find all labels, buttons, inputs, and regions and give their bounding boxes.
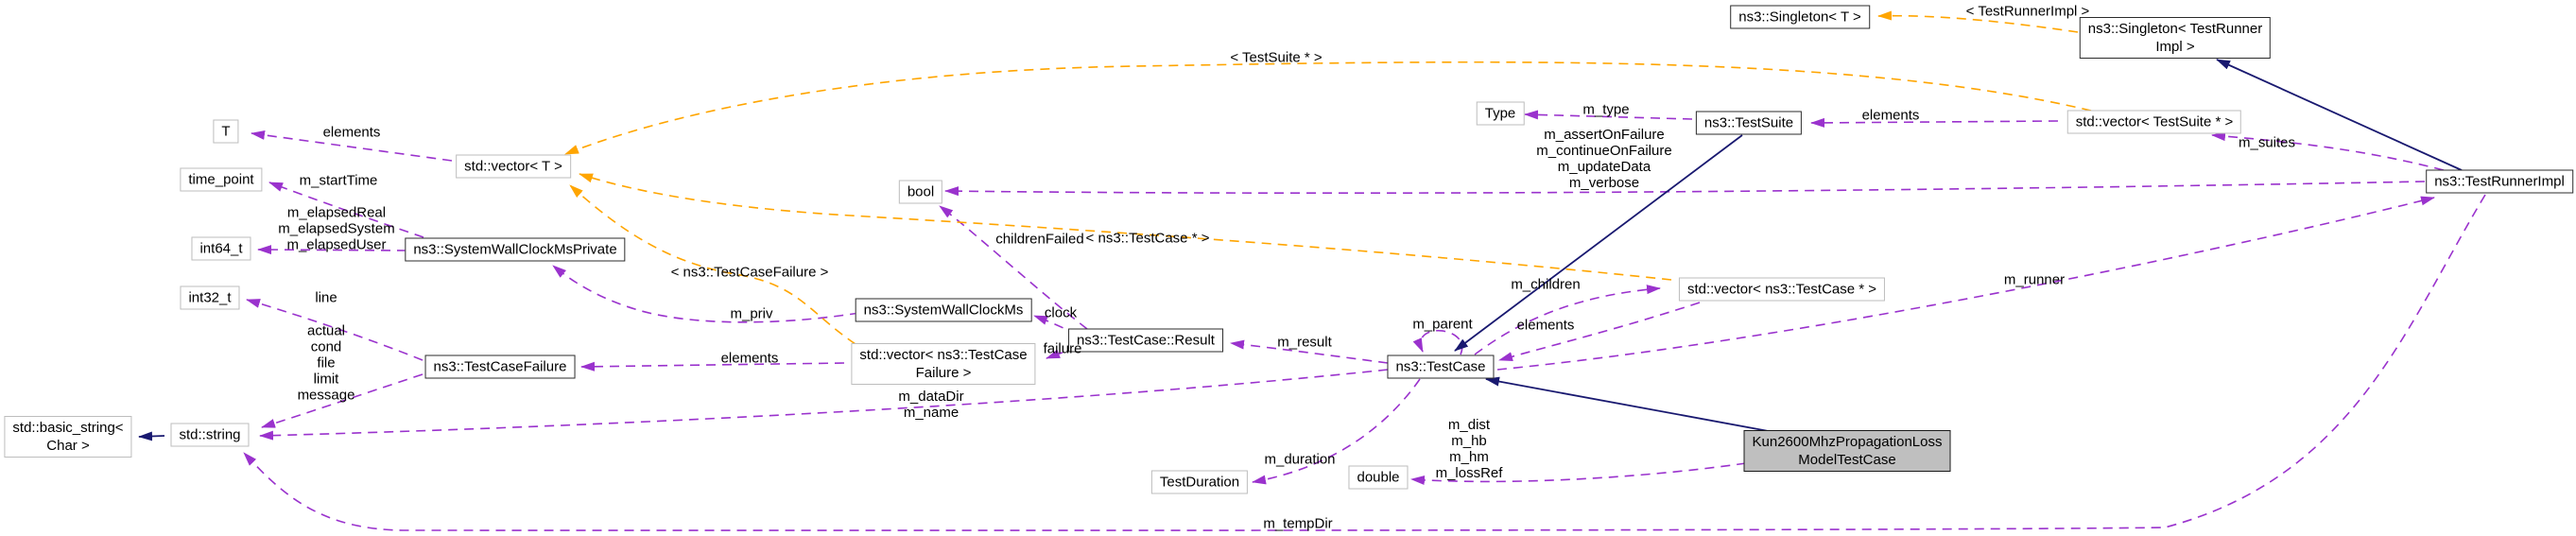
edge-label-elements-2: elements	[720, 350, 779, 367]
edge-m-data-dir-m-name	[259, 369, 1389, 441]
edge-label-m-data-dir: m_dataDir m_name	[898, 389, 964, 421]
class-node-string: std::string	[170, 423, 250, 447]
edge-tmpl-test-runner-impl	[1877, 10, 2079, 33]
edge-label-line: line	[315, 289, 337, 306]
class-node-test-case[interactable]: ns3::TestCase	[1387, 354, 1495, 379]
edge-label-elements-3: elements	[1516, 317, 1575, 334]
edge-tmpl-test-case-ptr	[579, 173, 1672, 281]
edge-elements-vector-t-to-t	[251, 130, 453, 162]
edge-label-failure-fields: actual cond file limit message	[297, 322, 355, 404]
edge-label-tmpl-ts-ptr: < TestSuite * >	[1230, 49, 1323, 66]
class-node-type: Type	[1476, 101, 1525, 126]
edge-label-tmpl-tc-ptr: < ns3::TestCase * >	[1085, 230, 1210, 247]
edge-m-duration	[1252, 378, 1421, 485]
edge-inherit-test-suite-to-test-case	[1454, 134, 1743, 352]
edge-m-start-time	[268, 182, 424, 238]
class-node-int64-t: int64_t	[191, 236, 251, 261]
edge-label-m-priv: m_priv	[730, 305, 773, 322]
class-node-test-runner-impl[interactable]: ns3::TestRunnerImpl	[2426, 169, 2573, 194]
edge-label-m-type: m_type	[1582, 101, 1630, 118]
edge-label-m-suites: m_suites	[2238, 134, 2296, 151]
edge-m-runner	[1496, 196, 2435, 371]
class-node-double: double	[1348, 465, 1409, 490]
class-node-vector-test-suite-ptr: std::vector< TestSuite * >	[2066, 110, 2242, 134]
edge-label-m-duration: m_duration	[1264, 451, 1336, 468]
class-node-singleton-test-runner-impl[interactable]: ns3::Singleton< TestRunner Impl >	[2079, 17, 2272, 59]
edge-m-priv	[552, 265, 860, 323]
class-node-basic-string: std::basic_string< Char >	[4, 416, 132, 458]
edge-tmpl-test-case-failure	[569, 184, 856, 345]
edge-elements-vector-tc-to-test-case	[1498, 302, 1701, 362]
edge-inherit-kun-to-test-case	[1485, 376, 1774, 433]
edge-m-elapsed	[257, 245, 407, 255]
class-node-t: T	[213, 119, 239, 144]
class-node-vector-t: std::vector< T >	[456, 154, 571, 179]
edge-m-dist-hb-hm-lossref	[1410, 462, 1747, 485]
edge-line	[246, 299, 424, 361]
edge-m-type	[1524, 110, 1693, 120]
edge-label-tmpl-tcf: < ns3::TestCaseFailure >	[670, 264, 829, 281]
edge-label-m-tempdir: m_tempDir	[1263, 515, 1333, 532]
edge-elements-vector-ts-to-test-suite	[1810, 117, 2059, 128]
edge-label-clock: clock	[1044, 304, 1078, 321]
class-node-int32-t: int32_t	[180, 285, 240, 310]
edge-label-loss-fields: m_dist m_hb m_hm m_lossRef	[1435, 417, 1503, 481]
edge-label-tmpl-tri: < TestRunnerImpl >	[1965, 3, 2090, 20]
edge-children-failed	[939, 205, 1088, 330]
class-node-kun2600mhz-propagation-loss-model-test-case[interactable]: Kun2600MhzPropagationLoss ModelTestCase	[1743, 430, 1951, 472]
class-node-vector-test-case-failure: std::vector< ns3::TestCase Failure >	[851, 343, 1036, 385]
edge-label-failure: failure	[1043, 340, 1082, 357]
edge-m-suites	[2211, 131, 2445, 171]
edge-label-m-start-time: m_startTime	[299, 172, 378, 189]
edge-inherit-tri-to-singleton	[2216, 59, 2463, 171]
class-node-system-wall-clock-ms[interactable]: ns3::SystemWallClockMs	[855, 298, 1032, 322]
edge-label-m-result: m_result	[1277, 334, 1332, 351]
class-node-vector-test-case-ptr: std::vector< ns3::TestCase * >	[1678, 277, 1886, 302]
class-node-bool: bool	[898, 180, 943, 204]
class-node-test-case-result[interactable]: ns3::TestCase::Result	[1068, 328, 1223, 353]
edge-label-elements-4: elements	[1861, 107, 1920, 124]
class-node-time-point: time_point	[180, 167, 263, 192]
edge-m-result	[1230, 339, 1389, 364]
edge-label-runner-flags: m_assertOnFailure m_continueOnFailure m_…	[1536, 127, 1672, 191]
class-node-test-case-failure[interactable]: ns3::TestCaseFailure	[424, 354, 576, 379]
edge-m-tempdir	[243, 194, 2486, 531]
edge-label-m-runner: m_runner	[2003, 271, 2066, 288]
class-node-singleton-t[interactable]: ns3::Singleton< T >	[1730, 5, 1870, 29]
edge-m-children	[1474, 285, 1661, 355]
edge-inherit-string	[138, 431, 165, 441]
edge-label-m-parent: m_parent	[1412, 316, 1473, 333]
edge-label-children-failed: childrenFailed	[995, 231, 1084, 248]
class-node-test-duration: TestDuration	[1150, 470, 1249, 494]
edge-label-m-elapsed: m_elapsedReal m_elapsedSystem m_elapsedU…	[278, 204, 395, 253]
edge-tmpl-test-suite-ptr	[564, 61, 2092, 155]
edge-label-m-children: m_children	[1511, 276, 1581, 293]
edge-m-assert-continue-update-verbose	[944, 181, 2426, 197]
class-node-test-suite[interactable]: ns3::TestSuite	[1695, 111, 1803, 135]
class-node-system-wall-clock-ms-private[interactable]: ns3::SystemWallClockMsPrivate	[405, 237, 626, 262]
edge-elements-vector-tcf-to-tcf	[580, 361, 845, 372]
edge-actual-cond-file-limit-message	[261, 373, 424, 428]
edge-label-elements-1: elements	[322, 124, 381, 141]
